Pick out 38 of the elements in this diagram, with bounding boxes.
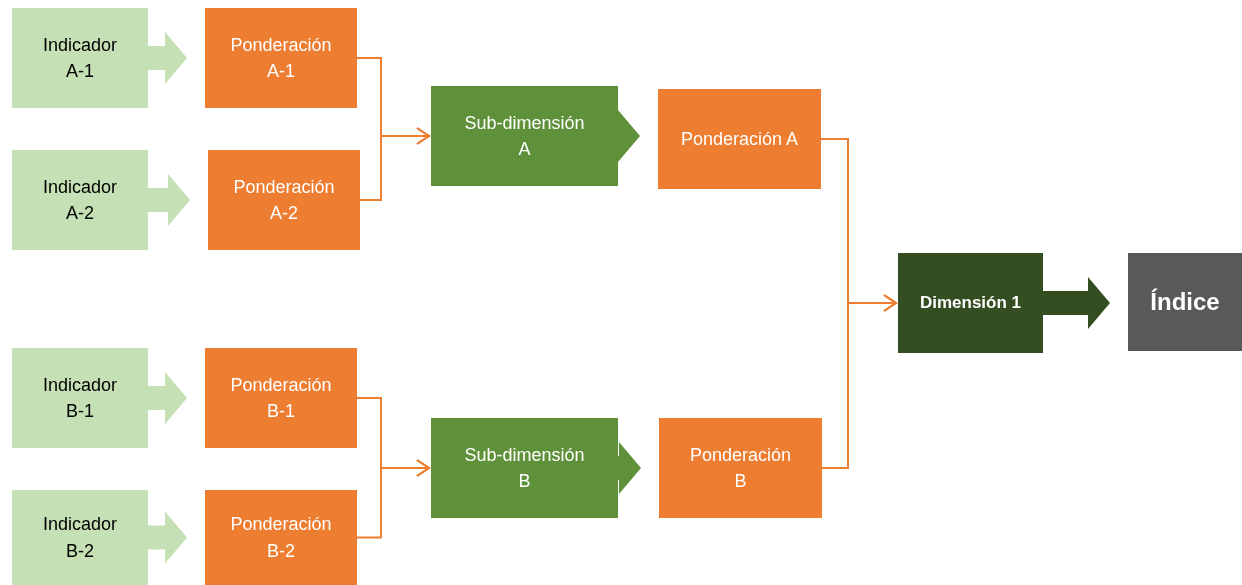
weighting-box (658, 89, 821, 189)
box-label: Ponderación B-1 (229, 373, 333, 423)
weighting-box (205, 8, 357, 108)
connector-arrow (821, 294, 897, 469)
block-arrow (618, 442, 641, 494)
box-label: Ponderación A-1 (229, 33, 333, 83)
weighting-box (205, 348, 357, 448)
box-label: Sub-dimensión A (463, 111, 586, 161)
block-arrow (148, 174, 190, 226)
indicator-box (12, 348, 148, 448)
index-box (1128, 253, 1242, 351)
box-label: Dimensión 1 (919, 291, 1022, 314)
box-label: Indicador B-1 (41, 373, 119, 423)
box-label: Indicador A-1 (41, 33, 119, 83)
block-arrow (148, 372, 187, 424)
box-label: Indicador A-2 (41, 175, 119, 225)
weighting-box (659, 418, 822, 518)
dimension-box (898, 253, 1043, 353)
box-label: Ponderación B-2 (229, 513, 333, 563)
block-arrow (1043, 277, 1110, 329)
box-label: Ponderación A (680, 127, 799, 151)
box-label: Ponderación B (688, 443, 793, 493)
indicator-box (12, 8, 148, 108)
indicator-box (12, 490, 148, 585)
connector-arrow (359, 127, 430, 201)
block-arrow (618, 110, 640, 162)
box-label: Índice (1150, 286, 1220, 317)
block-arrow (148, 32, 187, 84)
subdimension-box (431, 86, 618, 186)
box-label: Indicador B-2 (41, 513, 119, 563)
box-label: Ponderación A-2 (232, 175, 336, 225)
box-label: Sub-dimensión B (463, 443, 586, 493)
subdimension-box (431, 418, 618, 518)
indicator-box (12, 150, 148, 250)
block-arrow (148, 511, 187, 564)
weighting-box (208, 150, 360, 250)
weighting-box (205, 490, 357, 585)
connector-arrow (356, 459, 430, 539)
